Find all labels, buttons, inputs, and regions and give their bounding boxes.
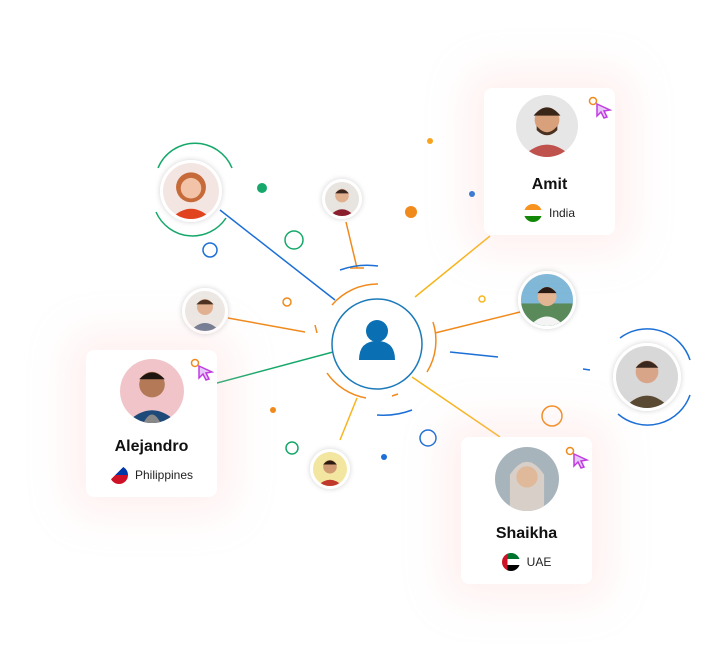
avatar-woman-beach — [518, 271, 576, 329]
profile-card-alejandro[interactable]: Alejandro Philippines — [86, 350, 217, 497]
cursor-icon — [588, 96, 612, 119]
avatar-man-bottom — [310, 449, 350, 489]
avatar — [495, 447, 559, 511]
profile-card-shaikha[interactable]: Shaikha UAE — [461, 437, 592, 584]
card-name: Shaikha — [495, 525, 558, 542]
avatar-man-right — [613, 343, 681, 411]
user-icon — [359, 320, 395, 360]
avatar-woman — [160, 160, 222, 222]
philippines-flag-icon — [109, 466, 128, 484]
card-country: Philippines — [134, 468, 194, 482]
uae-flag-icon — [501, 553, 520, 571]
card-name: Amit — [531, 176, 568, 193]
avatar — [516, 95, 578, 157]
avatar-man-glasses — [182, 288, 228, 334]
cursor-icon — [190, 358, 214, 381]
card-country: UAE — [526, 555, 552, 569]
avatar — [120, 359, 184, 423]
avatar-man-small — [322, 179, 362, 219]
india-flag-icon — [523, 204, 542, 222]
card-name: Alejandro — [114, 438, 189, 455]
card-country: India — [548, 206, 576, 220]
cursor-icon — [565, 446, 589, 469]
profile-card-amit[interactable]: Amit India — [484, 88, 615, 235]
